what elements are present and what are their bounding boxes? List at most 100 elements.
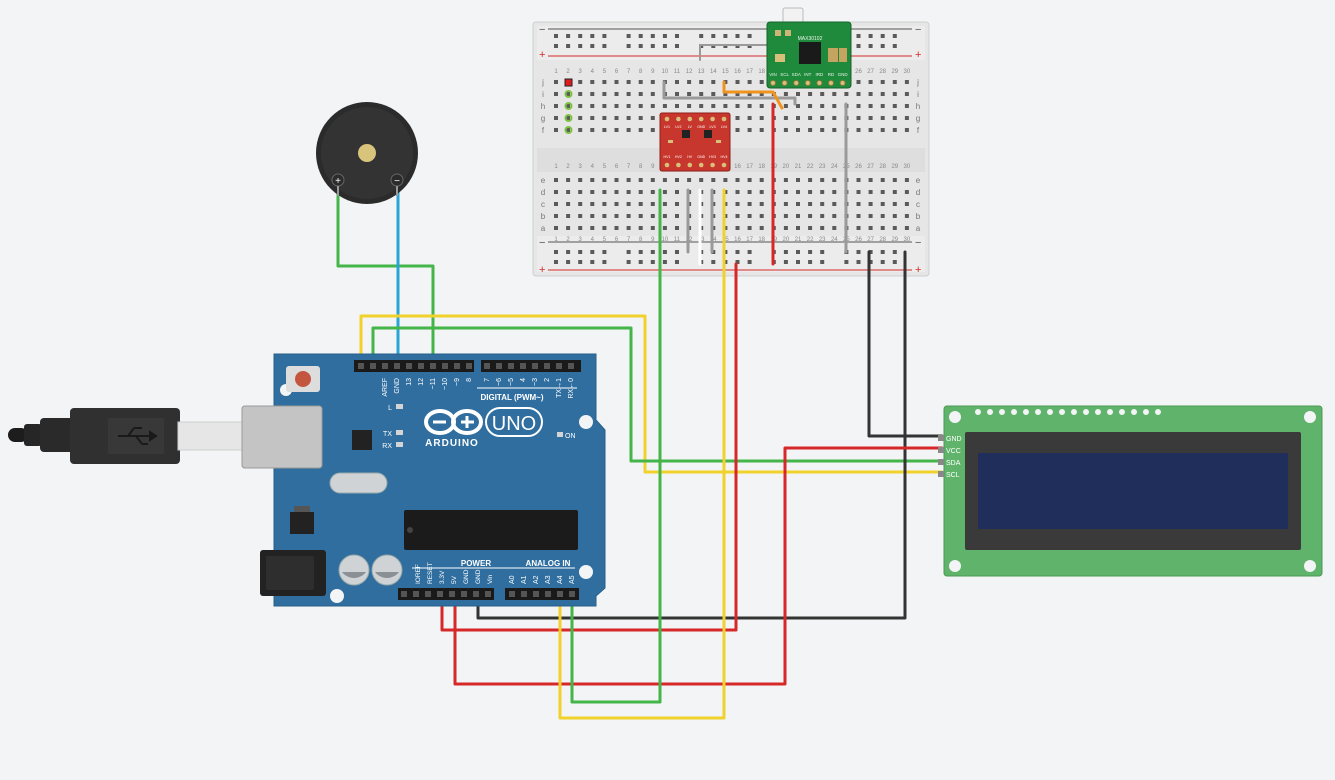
header-hole[interactable] (461, 591, 467, 597)
hole[interactable] (578, 190, 583, 194)
shifter-pin[interactable] (721, 116, 727, 122)
hole[interactable] (578, 214, 583, 218)
shifter-pin[interactable] (664, 162, 670, 168)
hole[interactable] (747, 178, 752, 182)
header-hole[interactable] (370, 363, 376, 369)
hole[interactable] (868, 178, 873, 182)
rail-hole[interactable] (892, 44, 897, 48)
header-hole[interactable] (568, 363, 574, 369)
hole[interactable] (747, 214, 752, 218)
rail-hole[interactable] (796, 260, 800, 264)
hole[interactable] (904, 214, 909, 218)
rail-hole[interactable] (868, 260, 873, 264)
hole[interactable] (759, 104, 764, 108)
shifter-pin[interactable] (710, 162, 715, 168)
hole[interactable] (554, 104, 558, 108)
hole[interactable] (808, 202, 813, 206)
hole[interactable] (808, 128, 813, 132)
hole[interactable] (711, 104, 716, 108)
hole[interactable] (626, 80, 631, 84)
hole[interactable] (650, 92, 655, 96)
shifter-pin[interactable] (698, 116, 704, 122)
header-hole[interactable] (509, 591, 515, 597)
shifter-pin[interactable] (687, 116, 693, 122)
hole[interactable] (638, 214, 643, 218)
hole[interactable] (832, 128, 837, 132)
rail-hole[interactable] (747, 250, 752, 254)
rail-hole[interactable] (602, 260, 607, 264)
hole[interactable] (735, 116, 740, 120)
hole[interactable] (808, 214, 813, 218)
hole[interactable] (675, 214, 679, 218)
rail-hole[interactable] (844, 260, 849, 264)
hole[interactable] (880, 116, 885, 120)
hole[interactable] (796, 214, 800, 218)
hole[interactable] (759, 116, 764, 120)
rail-hole[interactable] (856, 34, 861, 38)
hole[interactable] (699, 104, 704, 108)
hole[interactable] (675, 178, 679, 182)
header-hole[interactable] (358, 363, 364, 369)
rail-hole[interactable] (856, 260, 861, 264)
red-marker[interactable] (564, 78, 573, 87)
hole[interactable] (856, 104, 861, 108)
hole[interactable] (687, 92, 692, 96)
sensor-pin[interactable] (804, 80, 811, 86)
hole[interactable] (626, 116, 631, 120)
hole[interactable] (566, 226, 571, 230)
hole[interactable] (602, 178, 607, 182)
hole[interactable] (711, 178, 716, 182)
hole[interactable] (638, 116, 643, 120)
hole[interactable] (868, 190, 873, 194)
hole[interactable] (650, 202, 655, 206)
rail-hole[interactable] (820, 260, 825, 264)
header-hole[interactable] (569, 591, 575, 597)
hole[interactable] (904, 202, 909, 206)
hole[interactable] (892, 116, 897, 120)
hole[interactable] (675, 80, 679, 84)
hole[interactable] (759, 190, 764, 194)
hole[interactable] (590, 202, 595, 206)
rail-hole[interactable] (783, 250, 788, 254)
hole[interactable] (711, 92, 716, 96)
rail-hole[interactable] (880, 34, 885, 38)
header-hole[interactable] (466, 363, 472, 369)
hole[interactable] (783, 92, 788, 96)
hole[interactable] (747, 80, 752, 84)
header-hole[interactable] (521, 591, 527, 597)
rail-hole[interactable] (735, 260, 740, 264)
rail-hole[interactable] (675, 250, 679, 254)
rail-hole[interactable] (880, 250, 885, 254)
rail-hole[interactable] (662, 250, 667, 254)
hole[interactable] (554, 116, 558, 120)
header-hole[interactable] (425, 591, 431, 597)
hole[interactable] (566, 178, 571, 182)
hole[interactable] (892, 226, 897, 230)
rail-hole[interactable] (602, 250, 607, 254)
hole[interactable] (614, 202, 619, 206)
shifter-pin[interactable] (710, 116, 715, 122)
rail-hole[interactable] (868, 44, 873, 48)
rail-hole[interactable] (638, 34, 643, 38)
rail-hole[interactable] (626, 34, 631, 38)
hole[interactable] (832, 178, 837, 182)
rail-hole[interactable] (626, 250, 631, 254)
rail-hole[interactable] (602, 34, 607, 38)
hole[interactable] (590, 178, 595, 182)
header-hole[interactable] (449, 591, 455, 597)
hole[interactable] (880, 178, 885, 182)
header-hole[interactable] (544, 363, 550, 369)
hole[interactable] (638, 190, 643, 194)
rail-hole[interactable] (590, 250, 595, 254)
hole[interactable] (783, 226, 788, 230)
rail-hole[interactable] (554, 260, 558, 264)
hole[interactable] (675, 202, 679, 206)
rail-hole[interactable] (711, 260, 716, 264)
sensor-pin[interactable] (793, 80, 800, 86)
header-hole[interactable] (484, 363, 490, 369)
hole[interactable] (638, 226, 643, 230)
hole[interactable] (868, 202, 873, 206)
hole[interactable] (844, 92, 849, 96)
hole[interactable] (759, 128, 764, 132)
